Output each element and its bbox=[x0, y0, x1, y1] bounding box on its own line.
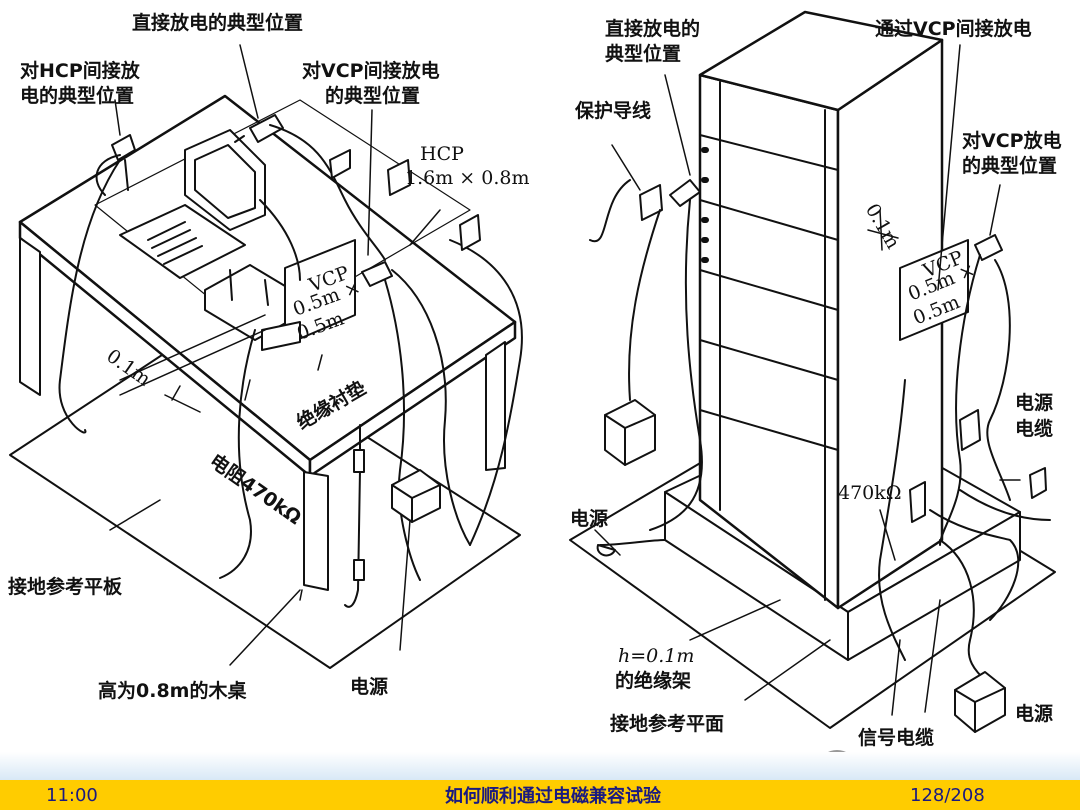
footer-gradient bbox=[0, 752, 1080, 780]
power-box-icon bbox=[391, 469, 441, 523]
cable bbox=[589, 179, 661, 401]
cabinet-top bbox=[698, 10, 944, 112]
table-edge-right bbox=[308, 320, 517, 478]
cable bbox=[391, 269, 471, 546]
label-power-cable-line2: 电缆 bbox=[1015, 418, 1054, 440]
resistor-icon bbox=[353, 449, 365, 473]
dimension-line bbox=[119, 314, 266, 413]
monitor-screen bbox=[194, 144, 256, 219]
vcp-plate bbox=[284, 239, 356, 346]
cable bbox=[986, 259, 1011, 501]
cable bbox=[259, 199, 301, 281]
cable bbox=[599, 539, 666, 546]
label-power-bottom-right: 电源 bbox=[1015, 703, 1054, 725]
esd-gun-icon bbox=[639, 179, 701, 221]
label-direct-discharge-line2: 典型位置 bbox=[605, 43, 682, 65]
label-rack-height: h=0.1m bbox=[618, 645, 695, 667]
label-power-right-side: 电源 bbox=[570, 508, 609, 530]
cable bbox=[959, 489, 1051, 521]
vcp-plate bbox=[899, 239, 969, 341]
cable bbox=[878, 379, 906, 661]
esd-gun-icon bbox=[361, 261, 393, 287]
label-hcp-indirect-line1: 对HCP间接放 bbox=[20, 60, 140, 82]
cable bbox=[449, 239, 523, 546]
insulation-pad bbox=[261, 321, 301, 351]
esd-gun-icon bbox=[234, 114, 284, 143]
label-vcp-discharge-line2: 的典型位置 bbox=[962, 155, 1058, 177]
cabinet-bolts bbox=[701, 147, 709, 263]
label-hcp-indirect-line2: 电的典型位置 bbox=[20, 85, 135, 107]
label-vcp-indirect-line1: 对VCP间接放电 bbox=[302, 60, 440, 82]
cabinet-shelves bbox=[699, 81, 839, 601]
keyboard bbox=[119, 204, 246, 279]
outlet-icon bbox=[909, 409, 1047, 523]
label-hcp-name: HCP bbox=[420, 143, 464, 165]
dimension-line bbox=[867, 209, 899, 251]
label-protect-wire: 保护导线 bbox=[575, 100, 652, 122]
label-vcp-discharge-line1: 对VCP放电 bbox=[962, 130, 1062, 152]
label-power-cable-line1: 电源 bbox=[1015, 392, 1054, 414]
cable bbox=[384, 279, 421, 581]
label-hcp-size: 1.6m × 0.8m bbox=[405, 167, 530, 189]
footer-time: 11:00 bbox=[46, 784, 98, 806]
cable bbox=[929, 509, 1020, 621]
cable bbox=[269, 124, 386, 261]
label-resistor-right: 470kΩ bbox=[838, 482, 902, 504]
label-vcp-via: 通过VCP间接放电 bbox=[875, 18, 1032, 40]
test-setup-diagram bbox=[9, 10, 1056, 733]
label-wood-table: 高为0.8m的木桌 bbox=[98, 680, 247, 702]
insulating-rack-side bbox=[847, 511, 1021, 661]
keyboard-keys bbox=[147, 221, 203, 265]
cable bbox=[344, 424, 361, 608]
ground-plate bbox=[9, 329, 521, 669]
label-direct-discharge-line1: 直接放电的 bbox=[605, 18, 701, 40]
esd-gun-icon bbox=[95, 134, 136, 196]
power-box-icon bbox=[604, 399, 656, 466]
label-direct-discharge: 直接放电的典型位置 bbox=[132, 12, 304, 34]
leader-line bbox=[109, 44, 441, 666]
footer-bar: 11:00 如何顺利通过电磁兼容试验 128/208 bbox=[0, 780, 1080, 810]
cable bbox=[649, 199, 703, 531]
footer-title: 如何顺利通过电磁兼容试验 bbox=[445, 786, 661, 807]
cable bbox=[58, 159, 121, 434]
label-rack-name: 的绝缘架 bbox=[615, 670, 692, 692]
outlet-icon bbox=[329, 149, 481, 251]
label-power-left: 电源 bbox=[350, 676, 389, 698]
footer-page-number: 128/208 bbox=[910, 784, 985, 806]
table-leg bbox=[19, 237, 41, 396]
resistor-icon bbox=[353, 559, 365, 581]
table-leg bbox=[303, 471, 329, 591]
leader-line bbox=[594, 44, 1021, 716]
label-ground-plate: 接地参考平板 bbox=[8, 576, 123, 598]
label-ground-plane: 接地参考平面 bbox=[610, 713, 725, 735]
label-vcp-indirect-line2: 的典型位置 bbox=[325, 85, 421, 107]
cable bbox=[939, 539, 986, 681]
power-box-icon bbox=[954, 671, 1006, 733]
table-leg bbox=[485, 341, 506, 471]
label-signal-cable: 信号电缆 bbox=[858, 727, 935, 749]
cable bbox=[219, 329, 256, 579]
